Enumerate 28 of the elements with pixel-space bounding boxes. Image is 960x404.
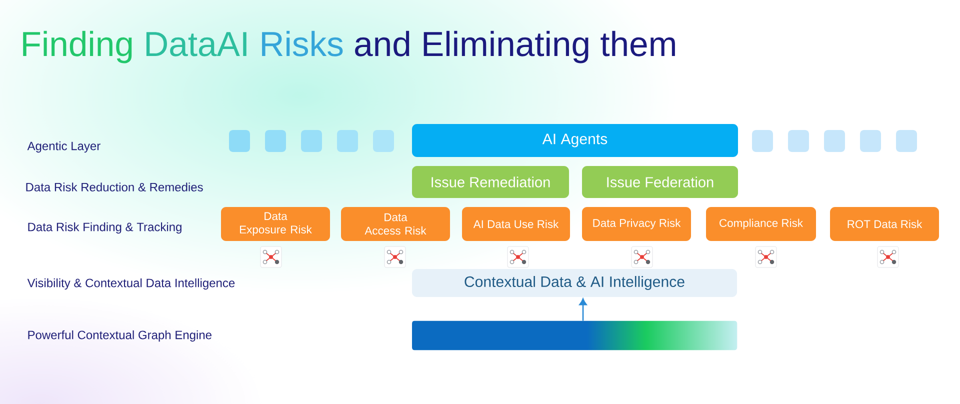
intelligence-panel: Contextual Data & AI Intelligence (412, 269, 737, 297)
agents-bar: AI Agents (412, 124, 738, 157)
rounded-tile (752, 130, 773, 152)
row-label: Powerful Contextual Graph Engine (28, 330, 212, 342)
rounded-tile (265, 130, 286, 152)
risk-box: Data Exposure Risk (221, 207, 330, 241)
row-label: Data Risk Reduction & Remedies (26, 182, 203, 192)
row-label: Agentic Layer (27, 141, 100, 153)
risk-box: Data Privacy Risk (582, 207, 691, 241)
gradient-bar (412, 320, 738, 350)
rounded-tile (301, 130, 322, 152)
risk-box: AI Data Use Risk (462, 207, 570, 241)
rounded-tile (896, 130, 917, 152)
action-box: Issue Federation (582, 166, 738, 198)
rounded-tile (788, 130, 809, 152)
risk-box: Data Access Risk (341, 207, 450, 241)
arrow (579, 298, 587, 321)
action-box: Issue Remediation (412, 166, 569, 198)
rounded-tile (373, 130, 394, 152)
title: Finding DataAI Risks and Eliminating them (23, 30, 675, 64)
risk-box: Compliance Risk (706, 207, 816, 241)
row-label: Data Risk Finding & Tracking (28, 222, 182, 234)
rounded-tile (824, 130, 845, 152)
rounded-tile (229, 130, 250, 152)
row-label: Visibility & Contextual Data Intelligence (27, 278, 235, 290)
rounded-tile (860, 130, 881, 152)
rounded-tile (337, 130, 358, 152)
risk-box: ROT Data Risk (830, 207, 939, 241)
